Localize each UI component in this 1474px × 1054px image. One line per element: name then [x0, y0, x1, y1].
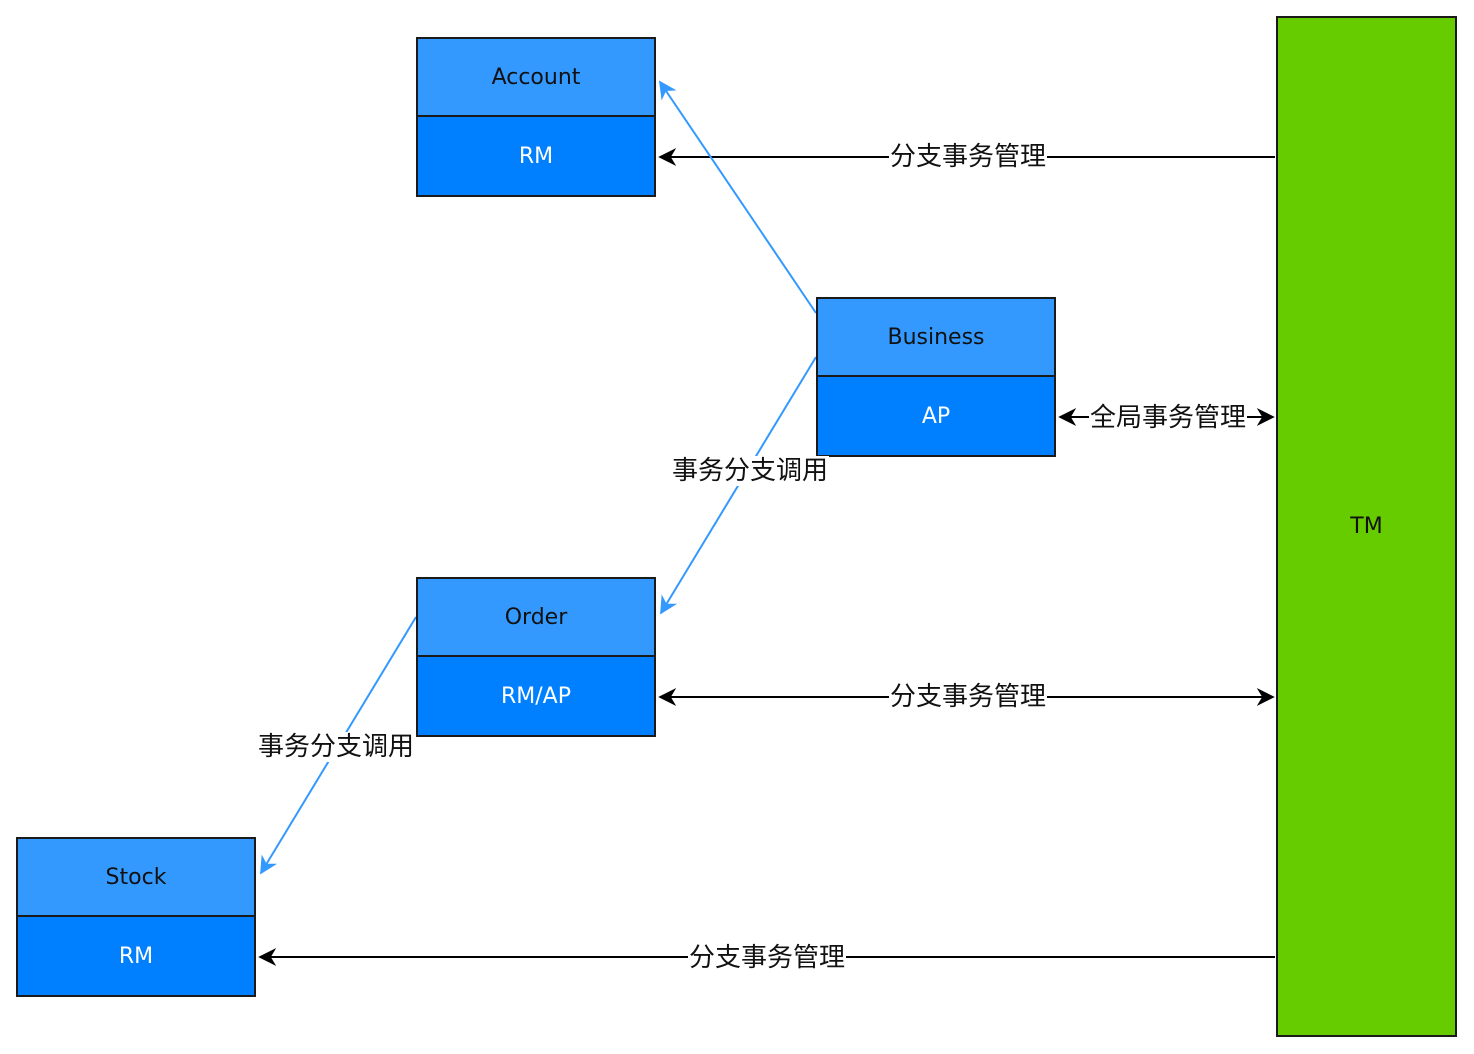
edge-label-business-order: 事务分支调用 [670, 456, 830, 486]
node-stock-title: Stock [18, 839, 254, 917]
edge-business-account [658, 80, 817, 314]
node-stock-role: RM [18, 917, 254, 995]
node-tm[interactable]: TM [1276, 16, 1457, 1037]
node-account-role: RM [418, 117, 654, 195]
node-business-role: AP [818, 377, 1054, 455]
node-business-title: Business [818, 299, 1054, 377]
edge-label-tm-account: 分支事务管理 [888, 142, 1048, 172]
node-account-title: Account [418, 39, 654, 117]
node-order-title: Order [418, 579, 654, 657]
edge-label-order-stock: 事务分支调用 [256, 732, 416, 762]
node-business[interactable]: Business AP [816, 297, 1056, 457]
edge-label-business-tm: 全局事务管理 [1088, 403, 1248, 433]
node-tm-label: TM [1350, 514, 1383, 539]
node-account[interactable]: Account RM [416, 37, 656, 197]
node-stock[interactable]: Stock RM [16, 837, 256, 997]
edge-label-order-tm: 分支事务管理 [888, 682, 1048, 712]
node-order-role: RM/AP [418, 657, 654, 735]
edge-label-tm-stock: 分支事务管理 [687, 943, 847, 973]
node-order[interactable]: Order RM/AP [416, 577, 656, 737]
